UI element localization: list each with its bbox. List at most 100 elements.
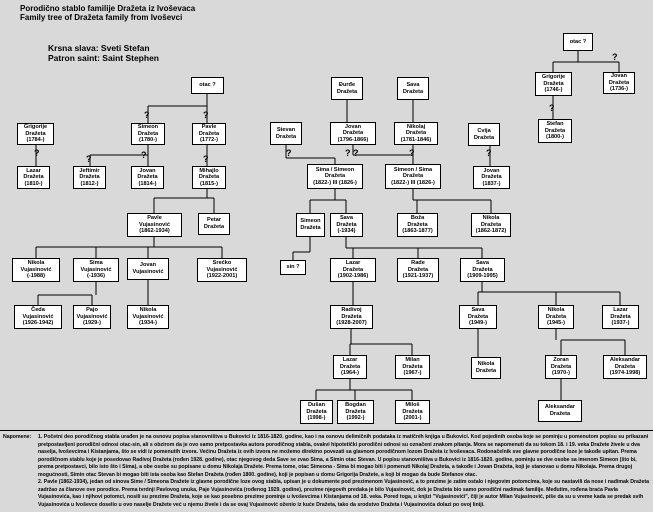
person-line: Dražeta — [610, 313, 631, 320]
person-line: (1902-1986) — [337, 273, 369, 280]
person-line: Dražeta — [342, 266, 364, 273]
person-line: (1992-) — [346, 415, 365, 422]
person-line: Milan — [405, 357, 420, 364]
person-line: (1800-) — [545, 134, 565, 141]
question-mark: ? — [286, 148, 292, 158]
person-line: (1949-) — [468, 320, 488, 327]
person-line: Zoran — [553, 357, 569, 364]
person-line: Sima — [89, 260, 103, 267]
person-line: Sava — [471, 307, 485, 314]
question-mark: ? — [409, 148, 415, 158]
person-line: Dražeta — [336, 221, 357, 228]
person-line: Jovan — [610, 73, 628, 80]
person-line: Simeon — [300, 218, 321, 225]
title-block: Porodično stablo familije Dražeta iz Ivo… — [20, 4, 195, 22]
person-line: Dražeta — [545, 313, 567, 320]
person-line: Petar — [207, 217, 221, 224]
person-line: Sima / Simeon — [315, 166, 355, 173]
person-line: (1863-1877) — [402, 228, 433, 235]
person-line: (1862-1872) — [475, 228, 507, 235]
title-english: Family tree of Dražeta family from Ivoše… — [20, 13, 183, 22]
question-mark: ? — [34, 148, 40, 158]
person-line: Lazar — [26, 167, 41, 174]
person-line: sin ? — [286, 264, 300, 271]
person-line: Jovan — [483, 167, 500, 174]
person-line: (1945-) — [546, 320, 566, 327]
person-line: Dražeta — [475, 368, 497, 374]
person-line: otac ? — [569, 38, 587, 45]
person-line: Dražeta — [402, 173, 424, 180]
title-serbian: Porodično stablo familije Dražeta iz Ivo… — [20, 4, 196, 13]
person-line: Simeon / Sima — [393, 166, 433, 173]
patron-block: Krsna slava: Sveti Stefan Patron saint: … — [48, 43, 159, 63]
person-line: (1784-) — [26, 137, 45, 144]
patron-english: Patron saint: Saint Stephen — [48, 53, 159, 63]
person-line: (1772-) — [199, 137, 219, 144]
person-line: Vujasinović — [22, 313, 54, 320]
notes-separator — [0, 430, 653, 431]
person-line: Pavle — [201, 124, 217, 131]
person-line: Nikola — [482, 215, 500, 222]
person-line: Dražeta — [79, 174, 100, 181]
person-line: Sava — [406, 81, 420, 88]
person-line: (1967-) — [403, 370, 422, 377]
person-line: Dražeta — [550, 363, 572, 370]
person-line: (1934-) — [138, 320, 158, 327]
person-line: Vujasinović — [80, 266, 112, 273]
person-line: Dražeta — [25, 130, 46, 137]
question-mark: ? — [86, 154, 92, 164]
person-line: (1837-) — [482, 180, 501, 187]
person-line: Dražeta — [339, 363, 361, 370]
person-line: Sava — [475, 260, 490, 267]
person-line: (-1988) — [26, 273, 46, 280]
person-line: Jovan — [139, 167, 156, 174]
person-line: Sava — [339, 215, 354, 222]
person-line: Vujasinović — [132, 269, 164, 275]
person-line: Dražeta — [407, 221, 428, 228]
person-line: Dražeta — [198, 130, 220, 137]
person-line: (2001-) — [403, 415, 422, 422]
person-node-otac1: otac ? — [191, 77, 224, 94]
question-mark: ? — [203, 154, 209, 164]
person-line: Jeftimir — [79, 167, 100, 174]
person-line: Dražeta — [275, 133, 297, 140]
person-line: Dražeta — [405, 130, 427, 137]
person-line: Dražeta — [137, 130, 159, 137]
person-line: (1998-) — [307, 415, 326, 422]
person-line: Stefan — [546, 121, 564, 128]
person-line: otac ? — [199, 82, 216, 89]
person-line: Dražeta — [306, 408, 327, 415]
person-line: Simeon — [137, 124, 159, 131]
person-line: (1970-) — [551, 370, 571, 377]
person-node-otac2: otac ? — [563, 33, 593, 51]
person-line: Aleksandar — [544, 404, 576, 411]
question-mark: ? — [486, 148, 492, 158]
person-line: Dražeta — [336, 88, 358, 95]
person-line: (1736-) — [609, 86, 629, 93]
person-line: Đurđe — [338, 81, 356, 88]
person-line: Dražeta — [608, 79, 630, 86]
note-1: 1. Počеtni deo porodičnog stabla urađen … — [38, 434, 649, 478]
person-line: (1922-2001) — [206, 273, 238, 280]
person-line: Dražeta — [467, 313, 489, 320]
person-line: Vujasinović — [139, 221, 170, 228]
